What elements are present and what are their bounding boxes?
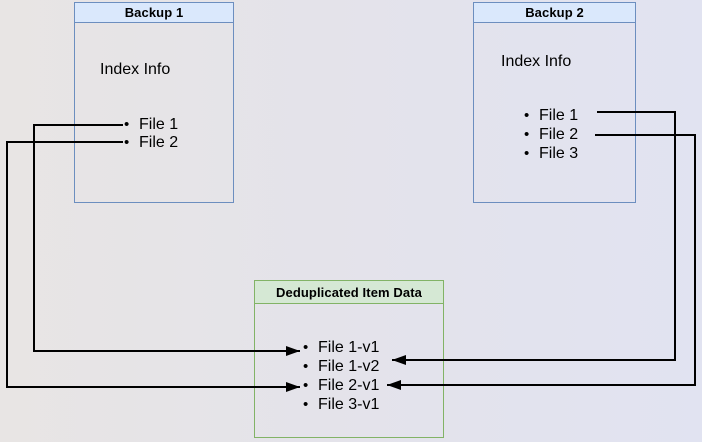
- dedup-title: Deduplicated Item Data: [255, 281, 443, 304]
- backup1-file-1: • File 1: [124, 116, 178, 134]
- dedup-item-file1-v2: • File 1-v2: [303, 357, 379, 376]
- item-label: File 2-v1: [318, 377, 380, 394]
- bullet-icon: •: [303, 339, 309, 356]
- dedup-item-file1-v1: • File 1-v1: [303, 338, 379, 357]
- file-label: File 1: [539, 107, 579, 124]
- bullet-icon: •: [124, 134, 130, 151]
- backup1-title: Backup 1: [75, 3, 233, 23]
- backup2-title: Backup 2: [474, 3, 635, 23]
- dedup-item-list: • File 1-v1 • File 1-v2 • File 2-v1 • File 3…: [303, 338, 379, 414]
- backup2-file-1: • File 1: [524, 106, 578, 125]
- file-label: File 2: [139, 134, 179, 151]
- file-label: File 3: [539, 145, 579, 162]
- item-label: File 1-v2: [318, 358, 380, 375]
- backup1-file-list: • File 1 • File 2: [124, 116, 178, 152]
- backup2-box: Backup 2: [473, 2, 636, 203]
- backup2-file-3: • File 3: [524, 144, 578, 163]
- bullet-icon: •: [524, 126, 530, 143]
- item-label: File 3-v1: [318, 396, 380, 413]
- bullet-icon: •: [524, 145, 530, 162]
- bullet-icon: •: [303, 358, 309, 375]
- bullet-icon: •: [303, 377, 309, 394]
- dedup-item-file2-v1: • File 2-v1: [303, 376, 379, 395]
- item-label: File 1-v1: [318, 339, 380, 356]
- dedup-item-file3-v1: • File 3-v1: [303, 395, 379, 414]
- backup1-file-2: • File 2: [124, 134, 178, 152]
- file-label: File 1: [139, 116, 179, 133]
- bullet-icon: •: [524, 107, 530, 124]
- backup2-file-list: • File 1 • File 2 • File 3: [524, 106, 578, 163]
- backup2-index-info: Index Info: [501, 53, 572, 70]
- file-label: File 2: [539, 126, 579, 143]
- backup1-box: Backup 1: [74, 2, 234, 203]
- bullet-icon: •: [124, 116, 130, 133]
- bullet-icon: •: [303, 396, 309, 413]
- backup2-file-2: • File 2: [524, 125, 578, 144]
- backup1-index-info: Index Info: [100, 61, 171, 78]
